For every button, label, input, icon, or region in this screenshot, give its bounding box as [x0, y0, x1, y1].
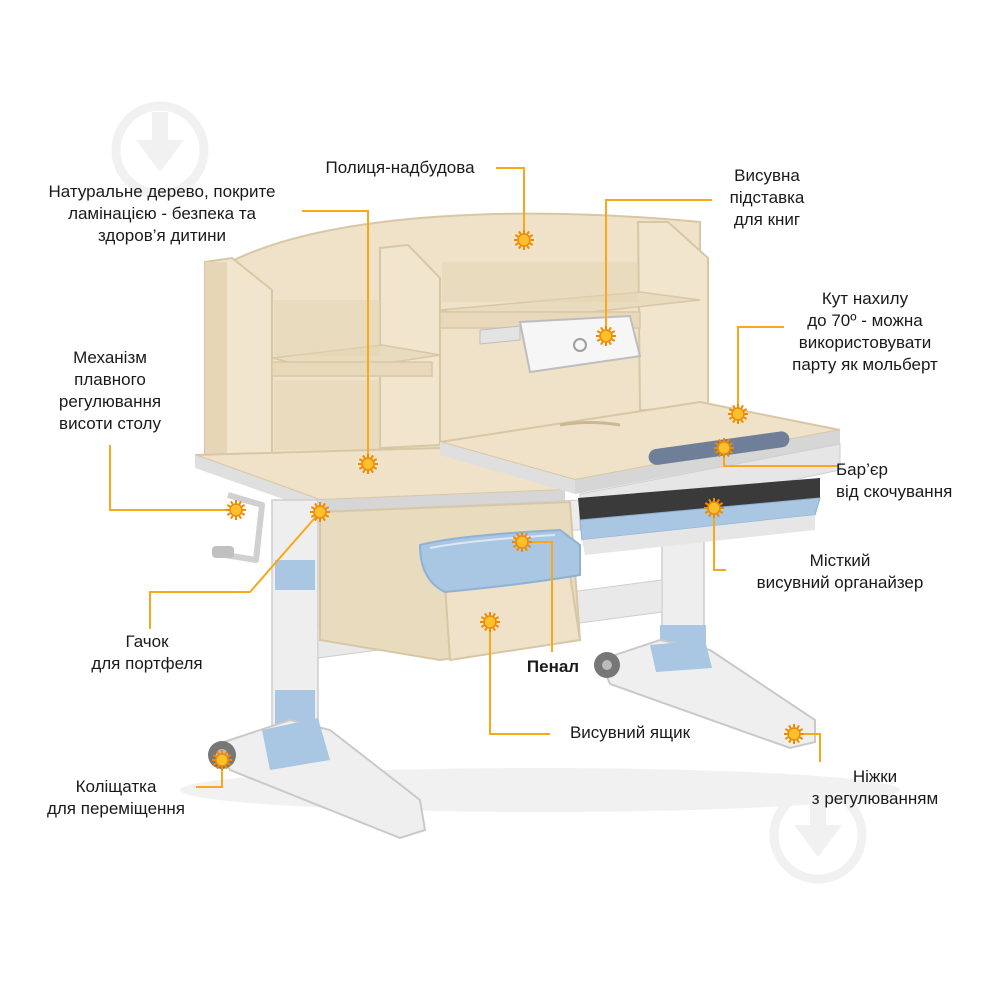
- label-wheels: Коліщатка для переміщення: [46, 777, 186, 818]
- label-shelf-top: Полиця-надбудова: [325, 158, 475, 177]
- sun-marker-icon: [358, 454, 378, 474]
- pencil-case: [418, 528, 581, 594]
- leader-natural-wood: [302, 210, 369, 464]
- watermark-top-left: [111, 101, 209, 199]
- label-height-mechanism: Механізм плавного регулювання висоти сто…: [58, 348, 162, 433]
- down-arrow-circle-icon: [111, 101, 209, 199]
- sun-marker-icon: [704, 498, 724, 518]
- sun-marker-icon: [226, 500, 246, 520]
- sun-marker-icon: [784, 724, 804, 744]
- label-pencil-case: Пенал: [526, 657, 580, 676]
- leader-bag-hook: [149, 511, 321, 629]
- leader-tilt-angle: [737, 326, 784, 414]
- leader-height-mechanism: [109, 445, 236, 511]
- crank-handle-icon: [212, 492, 265, 563]
- organizer-drawer: [578, 478, 821, 555]
- leader-shelf-top: [496, 167, 525, 240]
- sun-marker-icon: [714, 438, 734, 458]
- leader-drawer: [489, 622, 550, 735]
- sun-marker-icon: [512, 532, 532, 552]
- sun-marker-icon: [310, 502, 330, 522]
- label-bag-hook: Гачок для портфеля: [91, 632, 203, 673]
- sun-marker-icon: [514, 230, 534, 250]
- markers: [212, 230, 804, 770]
- sun-marker-icon: [728, 404, 748, 424]
- sun-marker-icon: [596, 326, 616, 346]
- label-natural-wood: Натуральне дерево, покрите ламінацією - …: [48, 182, 276, 245]
- label-anti-roll-barrier: Бар’єр від скочування: [836, 460, 953, 501]
- leader-organizer: [713, 508, 726, 571]
- sun-marker-icon: [480, 612, 500, 632]
- leader-book-stand: [605, 199, 712, 336]
- label-book-stand: Висувна підставка для книг: [729, 166, 805, 229]
- sun-marker-icon: [212, 750, 232, 770]
- label-tilt-angle: Кут нахилу до 70º - можна використовуват…: [792, 289, 938, 374]
- label-drawer: Висувний ящик: [569, 723, 691, 742]
- label-adjustable-legs: Ніжки з регулюванням: [811, 767, 939, 808]
- label-organizer: Місткий висувний органайзер: [756, 551, 924, 592]
